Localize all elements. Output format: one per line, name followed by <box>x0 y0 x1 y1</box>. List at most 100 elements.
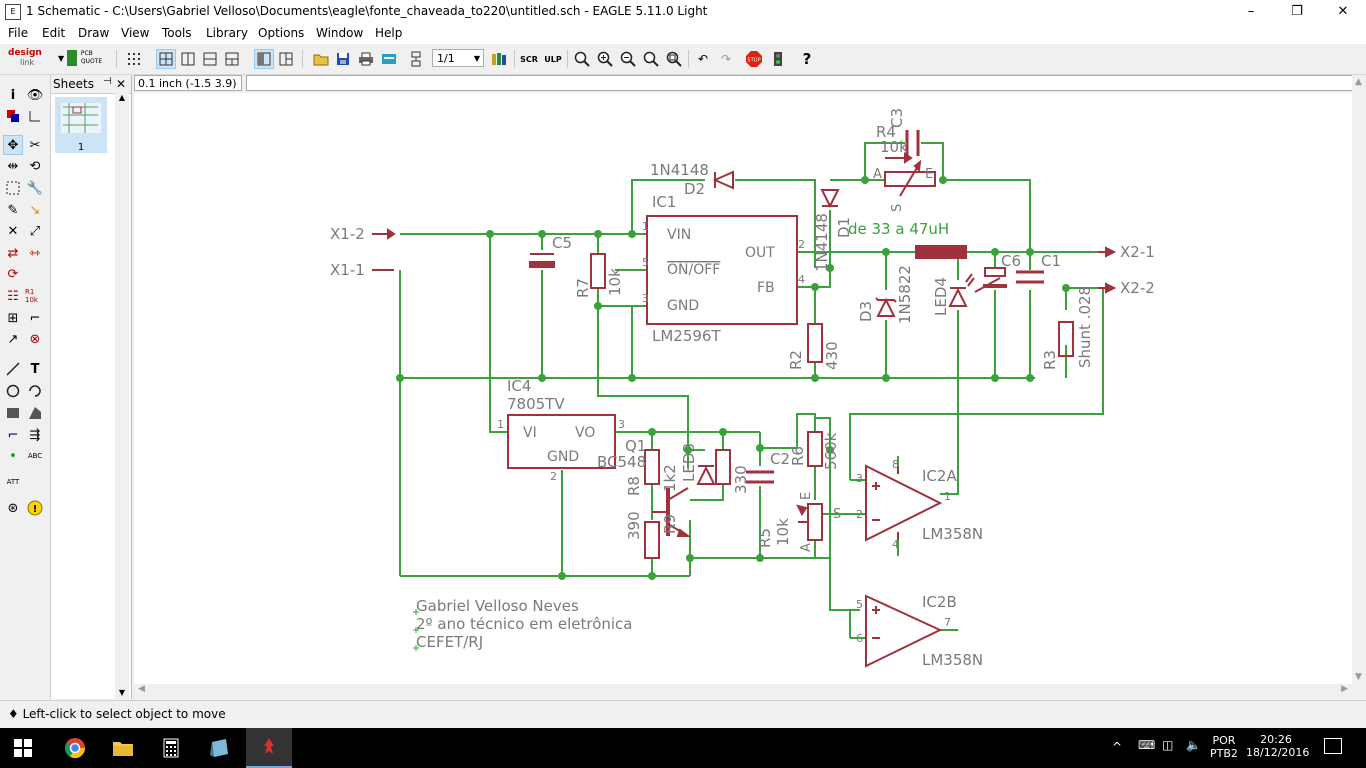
zoom-select-button[interactable] <box>664 49 684 69</box>
menu-window[interactable]: Window <box>316 26 364 40</box>
save-button[interactable] <box>333 49 353 69</box>
sheets-scrollbar[interactable]: ▲ ▼ <box>115 93 129 699</box>
taskbar-explorer[interactable] <box>100 728 146 768</box>
invoke-tool[interactable]: ⊗ <box>25 329 45 349</box>
sheets-close-button[interactable]: ✕ <box>116 77 127 91</box>
label-tool[interactable]: ABC <box>25 446 45 466</box>
info-tool[interactable]: i <box>3 85 23 105</box>
schematic-canvas[interactable]: X1-2 X1-1 X2-1 X2-2 IC1 LM2596T VIN OUT … <box>134 93 1352 684</box>
grid-button[interactable] <box>124 49 144 69</box>
rotate-tool[interactable]: ⟲ <box>25 156 45 176</box>
sheet-switch-button[interactable] <box>406 49 426 69</box>
layout-left-button[interactable] <box>254 49 274 69</box>
mirror-tool[interactable]: ⇹ <box>3 156 23 176</box>
polygon-tool[interactable] <box>25 403 45 423</box>
start-button[interactable] <box>0 728 46 768</box>
menu-tools[interactable]: Tools <box>162 26 192 40</box>
copy-tool[interactable]: ✂ <box>25 135 45 155</box>
errors-tool[interactable]: ! <box>25 498 45 518</box>
layout-split-button[interactable] <box>178 49 198 69</box>
ulp-button[interactable]: ULP <box>543 49 563 69</box>
junction-tool[interactable]: • <box>3 446 23 466</box>
help-button[interactable]: ? <box>797 49 817 69</box>
group-tool[interactable] <box>3 178 23 198</box>
layout-right-button[interactable] <box>276 49 296 69</box>
print-button[interactable] <box>356 49 376 69</box>
add-tool[interactable]: ⤢ <box>25 221 45 241</box>
menu-library[interactable]: Library <box>206 26 248 40</box>
library-use-button[interactable] <box>490 49 510 69</box>
paste-tool[interactable]: ✎ <box>3 200 23 220</box>
taskbar-calculator[interactable] <box>148 728 194 768</box>
minimize-button[interactable]: – <box>1247 4 1255 19</box>
name-tool[interactable]: ☷ <box>3 286 23 306</box>
scroll-up-icon[interactable]: ▲ <box>118 93 126 102</box>
menu-edit[interactable]: Edit <box>42 26 66 40</box>
scroll-up-icon[interactable]: ▲ <box>1355 77 1362 87</box>
close-button[interactable]: ✕ <box>1337 4 1349 19</box>
notifications-icon[interactable] <box>1324 738 1342 754</box>
show-hidden-icons[interactable]: ^ <box>1112 740 1123 754</box>
zoom-out-button[interactable] <box>618 49 638 69</box>
zoom-redraw-button[interactable] <box>641 49 661 69</box>
command-input[interactable] <box>246 75 1364 91</box>
delete-tool[interactable]: ↘ <box>25 200 45 220</box>
layout-quad-button[interactable] <box>222 49 242 69</box>
replace-tool[interactable]: ⟳ <box>3 264 23 284</box>
circle-tool[interactable] <box>3 381 23 401</box>
language-indicator[interactable]: POR PTB2 <box>1210 734 1238 760</box>
value-tool[interactable]: R1 10k <box>25 286 45 306</box>
stop-button[interactable]: STOP <box>744 49 764 69</box>
scroll-down-icon[interactable]: ▼ <box>118 688 126 697</box>
net-tool[interactable]: ⇶ <box>25 425 45 445</box>
script-button[interactable]: SCR <box>519 49 539 69</box>
app-icon[interactable]: E <box>5 4 21 20</box>
menu-file[interactable]: File <box>8 26 29 40</box>
show-tool[interactable]: 👁 <box>25 85 45 105</box>
menu-options[interactable]: Options <box>258 26 305 40</box>
layout-tile-button[interactable] <box>200 49 220 69</box>
rect-tool[interactable] <box>3 403 23 423</box>
unpin-icon[interactable]: ⊣ <box>103 76 112 87</box>
delete-x-tool[interactable]: ✕ <box>3 221 23 241</box>
gateswap-tool[interactable]: ⇿ <box>25 243 45 263</box>
menu-view[interactable]: View <box>121 26 150 40</box>
menu-draw[interactable]: Draw <box>78 26 110 40</box>
bus-tool[interactable]: ⌐ <box>3 425 23 445</box>
volume-icon[interactable]: 🔈 <box>1186 738 1201 752</box>
display-tool[interactable] <box>3 106 23 126</box>
mark-tool[interactable] <box>25 106 45 126</box>
sheet-thumbnail[interactable]: 1 <box>55 97 107 153</box>
sheet-select[interactable]: 1/1▼ <box>432 49 484 67</box>
attribute-tool[interactable]: ATT <box>3 472 23 492</box>
wire-tool[interactable] <box>3 359 23 379</box>
network-icon[interactable]: ◫ <box>1162 738 1174 752</box>
clock[interactable]: 20:26 18/12/2016 <box>1246 733 1309 759</box>
scroll-right-icon[interactable]: ▶ <box>1341 684 1348 694</box>
keyboard-icon[interactable]: ⌨ <box>1138 738 1156 752</box>
smash-tool[interactable]: ⊞ <box>3 308 23 328</box>
dropdown-arrow-icon[interactable]: ▼ <box>58 54 65 63</box>
taskbar-eagle[interactable] <box>246 728 292 768</box>
text-tool[interactable]: T <box>25 359 45 379</box>
undo-button[interactable]: ↶ <box>693 49 713 69</box>
maximize-button[interactable]: ❐ <box>1291 4 1303 19</box>
change-tool[interactable]: 🔧 <box>25 178 45 198</box>
horizontal-scrollbar[interactable]: ◀ ▶ <box>134 684 1352 698</box>
arc-tool[interactable] <box>25 381 45 401</box>
zoom-in-button[interactable] <box>595 49 615 69</box>
pinswap-tool[interactable]: ⇄ <box>3 243 23 263</box>
cam-button[interactable] <box>379 49 399 69</box>
move-tool[interactable]: ✥ <box>3 135 23 155</box>
open-button[interactable] <box>311 49 331 69</box>
layout-full-button[interactable] <box>156 49 176 69</box>
vertical-scrollbar[interactable]: ▲ ▼ <box>1352 75 1366 684</box>
split-tool[interactable]: ↗ <box>3 329 23 349</box>
zoom-fit-button[interactable] <box>572 49 592 69</box>
erc-tool[interactable]: ⊛ <box>3 498 23 518</box>
taskbar-app[interactable] <box>196 728 242 768</box>
go-button[interactable] <box>768 49 788 69</box>
taskbar-chrome[interactable] <box>52 728 98 768</box>
redo-button[interactable]: ↷ <box>716 49 736 69</box>
pcb-quote-button[interactable]: PCB QUOTE <box>67 50 103 68</box>
